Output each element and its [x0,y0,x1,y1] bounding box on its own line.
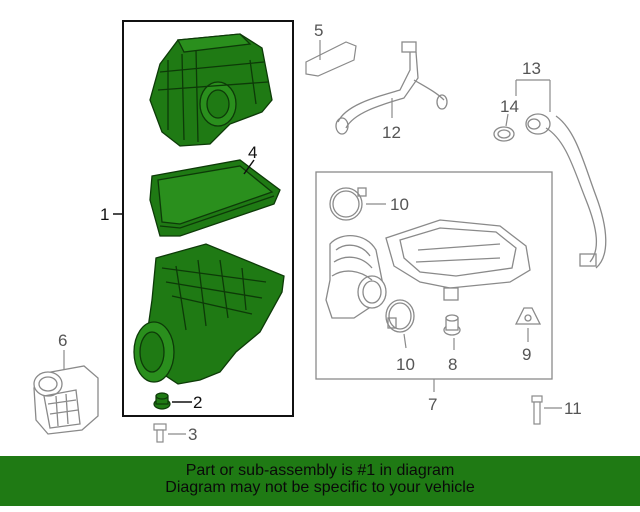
callout-13: 13 [522,59,541,78]
intake-duct [325,235,387,319]
clamp-10-lower [385,299,415,333]
air-cleaner-housing [133,243,285,385]
callout-9: 9 [522,345,531,364]
air-cleaner-cover [149,33,273,147]
callout-3: 3 [188,425,197,444]
hose-12 [335,41,448,135]
callout-8: 8 [448,355,457,374]
callout-12: 12 [382,123,401,142]
mount-9 [514,307,542,325]
callout-14-leader [505,113,509,127]
mass-air-flow-sensor-6 [33,365,99,435]
info-banner: Part or sub-assembly is #1 in diagram Di… [0,456,640,506]
filter-element [149,159,281,237]
banner-line-1: Part or sub-assembly is #1 in diagram [185,462,455,479]
callout-1: 1 [100,205,109,224]
callout-14: 14 [500,97,519,116]
grommet-8 [443,314,461,336]
clamp-14 [493,126,515,142]
callout-11: 11 [564,399,582,418]
resonator-box [385,219,531,301]
assembly-1-frame [122,20,294,417]
callout-7: 7 [428,395,437,414]
callout-5: 5 [314,21,323,40]
bolt-3 [153,423,167,443]
callout-4-leader [243,159,255,175]
duct-5 [305,41,357,77]
callout-10b-leader [403,333,407,349]
banner-line-2: Diagram may not be specific to your vehi… [165,479,475,496]
hose-13 [525,113,607,269]
bolt-11 [531,395,543,425]
callout-4: 4 [248,143,257,162]
callout-10-upper: 10 [390,195,409,214]
grommet-2 [153,392,171,410]
callout-10-lower: 10 [396,355,415,374]
clamp-10-upper [329,187,367,221]
callout-6: 6 [58,331,67,350]
callout-2: 2 [193,393,202,412]
